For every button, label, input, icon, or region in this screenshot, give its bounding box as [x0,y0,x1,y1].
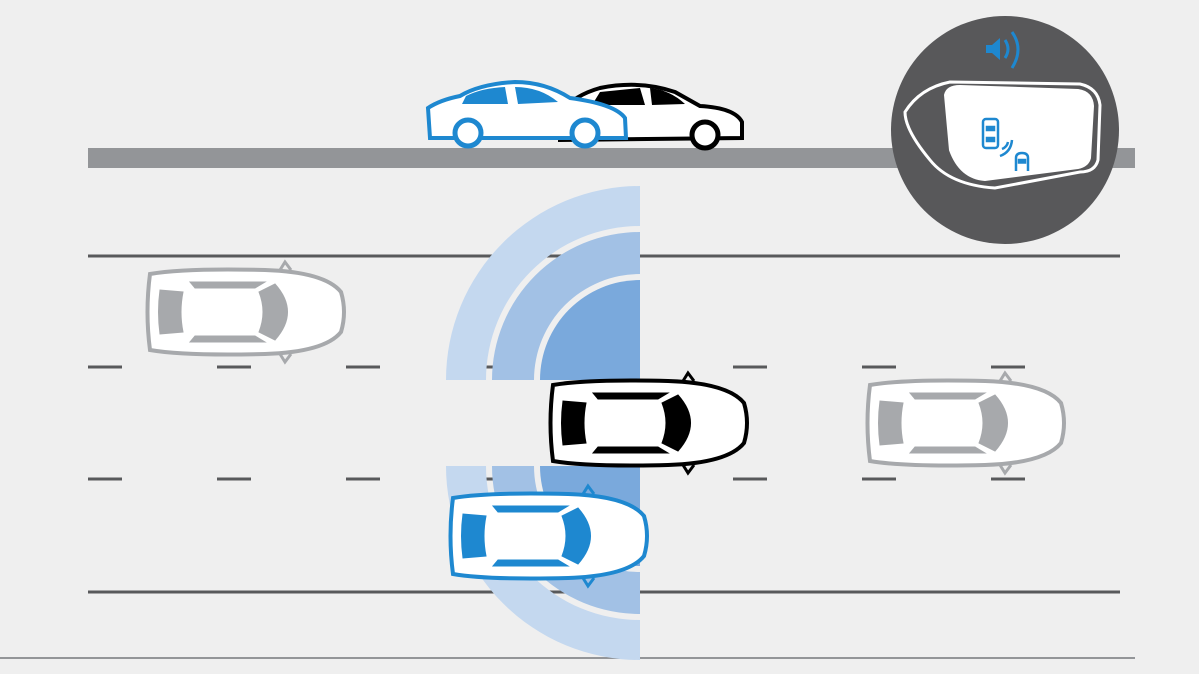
blind-spot-warning-icon [981,117,1030,171]
mirror-inset [891,16,1119,244]
road-barrier [88,148,1135,168]
detection-zone-upper [446,186,640,380]
side-view-car-blue [425,79,629,149]
ego-car [548,371,749,475]
ghost-car-right [865,371,1066,475]
ghost-car-left: .g1 .win{fill:#a7a9ac} [145,260,346,364]
speaker-sound-icon [986,31,1020,69]
blind-spot-car [448,484,649,588]
